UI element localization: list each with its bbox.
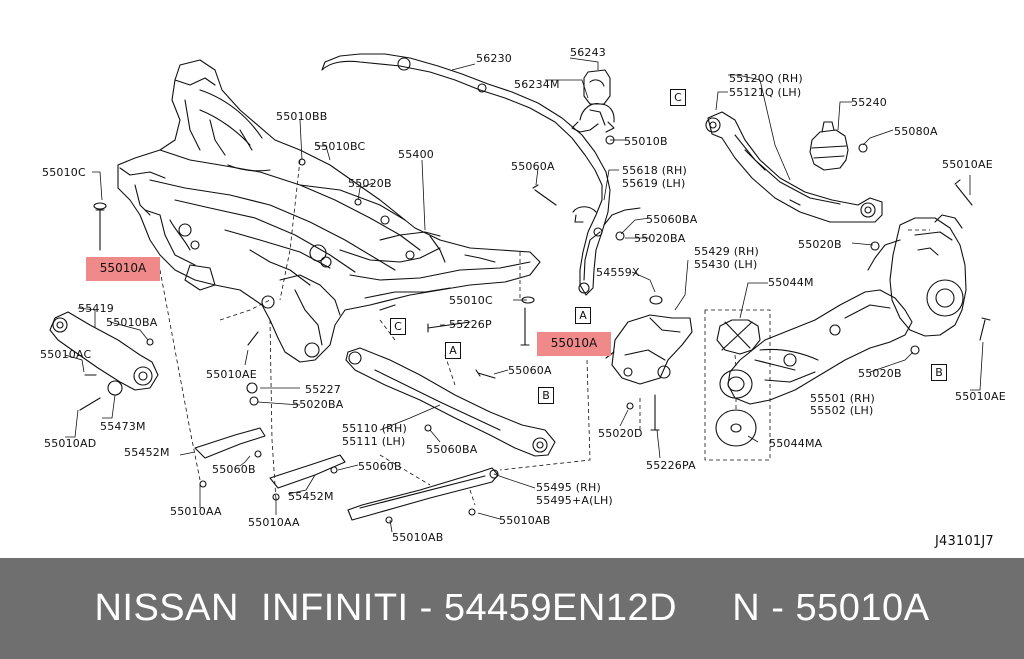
ref-box-label: C xyxy=(674,91,682,104)
part-label: 55044M xyxy=(768,276,814,289)
part-label: 55010AE xyxy=(942,158,993,171)
part-label: 55020D xyxy=(598,427,643,440)
footer-text: NISSAN INFINITI - 54459EN12D N - 55010A xyxy=(94,587,930,629)
part-label: 55060A xyxy=(511,160,555,173)
part-label: 55010AE xyxy=(206,368,257,381)
part-label: 55110 (RH) xyxy=(342,422,407,435)
part-label: 55060A xyxy=(508,364,552,377)
part-label: 55501 (RH) xyxy=(810,392,875,405)
part-label: 55227 xyxy=(305,383,341,396)
part-label: 55226PA xyxy=(646,459,696,472)
part-label: 55020B xyxy=(348,177,392,190)
part-label: 55240 xyxy=(851,96,887,109)
part-label: 55010BC xyxy=(314,140,366,153)
part-label: 56234M xyxy=(514,78,560,91)
part-label: 55121Q (LH) xyxy=(729,86,802,99)
part-label: 55120Q (RH) xyxy=(729,72,803,85)
part-label: 55400 xyxy=(398,148,434,161)
part-label: 55419 xyxy=(78,302,114,315)
leader-lines xyxy=(64,57,984,533)
part-label: 55473M xyxy=(100,420,146,433)
part-label: 55060BA xyxy=(646,213,698,226)
knuckle-drawing xyxy=(867,214,967,337)
part-label: 55020BA xyxy=(634,232,686,245)
part-number-footer: NISSAN INFINITI - 54459EN12D N - 55010A xyxy=(0,558,1024,659)
parts-diagram: C C A A B B 55010A 55010A 56230 56243 56… xyxy=(40,46,1006,549)
hardware-drawing xyxy=(79,135,991,524)
part-label: 54559X xyxy=(596,266,640,279)
stabilizer-bar-drawing xyxy=(321,53,611,296)
ref-box-a-lower: A xyxy=(445,342,461,359)
part-label: 55618 (RH) xyxy=(622,164,687,177)
part-label: 55226P xyxy=(449,318,492,331)
dashed-guides xyxy=(159,159,930,506)
part-label: 55010AE xyxy=(955,390,1006,403)
part-label: 55010C xyxy=(42,166,86,179)
part-label: 55429 (RH) xyxy=(694,245,759,258)
rear-lower-link-55110-drawing xyxy=(345,347,556,457)
diagram-code: J43101J7 xyxy=(935,534,994,549)
part-label: 55060B xyxy=(212,463,256,476)
part-label: 55060B xyxy=(358,460,402,473)
ref-box-a-upper: A xyxy=(575,307,591,324)
ref-box-label: A xyxy=(579,309,587,322)
highlighted-part-text: 55010A xyxy=(99,261,147,275)
lower-arm-drawing xyxy=(727,289,913,405)
ref-box-c-upper: C xyxy=(670,89,686,106)
ref-box-label: A xyxy=(449,344,457,357)
highlighted-part-label-left: 55010A xyxy=(86,257,160,281)
ref-box-c-lower: C xyxy=(390,318,406,335)
part-label: 55010B xyxy=(624,135,668,148)
bracket-55429-drawing xyxy=(605,314,693,385)
part-label: 56243 xyxy=(570,46,606,59)
part-label: 55080A xyxy=(894,125,938,138)
spring-seat-drawing xyxy=(715,319,761,447)
part-label: 55495+A(LH) xyxy=(536,494,613,507)
upper-arm-drawing xyxy=(705,111,883,223)
highlighted-part-text: 55010A xyxy=(550,336,598,350)
part-label: 55020B xyxy=(798,238,842,251)
part-label: 55452M xyxy=(288,490,334,503)
part-label: 55010AB xyxy=(499,514,551,527)
highlighted-part-label-right: 55010A xyxy=(537,332,611,356)
part-label: 55044MA xyxy=(769,437,823,450)
part-label: 55619 (LH) xyxy=(622,177,686,190)
ref-box-b-right: B xyxy=(931,364,947,381)
stabilizer-link-drawing xyxy=(583,207,641,281)
ref-box-b-lower: B xyxy=(538,387,554,404)
suspension-drawing xyxy=(49,53,991,533)
part-label: 55495 (RH) xyxy=(536,481,601,494)
part-label: 55502 (LH) xyxy=(810,404,874,417)
ref-box-label: B xyxy=(542,389,550,402)
rear-subframe-drawing xyxy=(117,59,541,363)
part-label: 55010BA xyxy=(106,316,158,329)
part-label: 55020BA xyxy=(292,398,344,411)
part-label: 55111 (LH) xyxy=(342,435,406,448)
bump-stopper-drawing xyxy=(809,121,849,171)
bracket-55452M-drawing xyxy=(194,427,346,489)
part-label: 56230 xyxy=(476,52,512,65)
part-label: 55010AA xyxy=(248,516,300,529)
part-label: 55010AA xyxy=(170,505,222,518)
part-label: 55010AC xyxy=(40,348,92,361)
lateral-link-55419-drawing xyxy=(49,311,159,396)
rod-55495-drawing xyxy=(347,467,499,521)
part-label: 55010C xyxy=(449,294,493,307)
part-label: 55010AD xyxy=(44,437,97,450)
part-label: 55010AB xyxy=(392,531,444,544)
part-label: 55060BA xyxy=(426,443,478,456)
part-label: 55452M xyxy=(124,446,170,459)
ref-box-label: C xyxy=(394,320,402,333)
part-label: 55010BB xyxy=(276,110,328,123)
stabilizer-bushing-drawing xyxy=(571,69,615,133)
part-label: 55020B xyxy=(858,367,902,380)
part-label: 55430 (LH) xyxy=(694,258,758,271)
ref-box-label: B xyxy=(935,366,943,379)
